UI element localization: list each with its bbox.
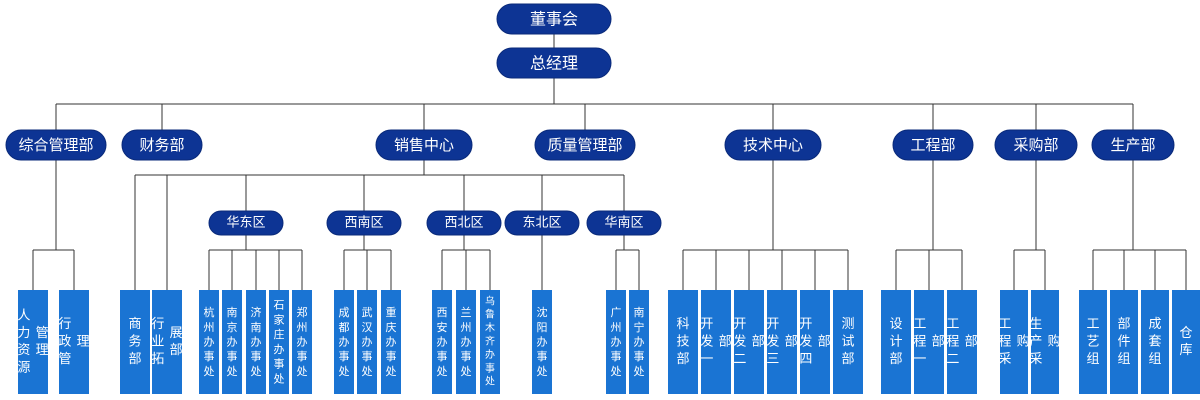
dept-shengchan-label: 生产部 [1110,136,1155,154]
leaf-label-sheji: 设计部 [889,317,902,367]
leaf-label-hangzhou: 杭州办事处 [204,305,215,378]
leaf-label-tuozhan: 行业拓展部 [151,317,182,367]
leaf-label-wulumuqi: 乌鲁木齐办事处 [485,294,495,387]
leaf-label-gc1: 工程一部 [913,317,944,367]
dept-zhiliang-label: 质量管理部 [547,136,622,154]
leaf-label-kaifa4: 开发四部 [799,317,830,367]
dept-caigou-node: 采购部 [994,129,1078,161]
leaf-shijiazhuang: 石家庄办事处 [269,290,289,394]
leaf-wulumuqi: 乌鲁木齐办事处 [480,290,500,394]
leaf-label-xingzheng: 行政管理 [58,317,89,367]
connector-lines [32,34,1187,290]
leaf-hangzhou: 杭州办事处 [199,290,219,394]
leaf-label-gccaigou: 工程采购 [998,317,1029,367]
leaf-label-shangwu: 商务部 [128,317,141,367]
leaf-guangzhou: 广州办事处 [606,290,626,394]
leaf-label-gongyi: 工艺组 [1086,317,1099,367]
board-label: 董事会 [530,10,578,29]
leaf-label-wuhan: 武汉办事处 [362,306,373,378]
leaf-label-lanzhou: 兰州办事处 [461,306,472,378]
leaf-label-jinan: 济南办事处 [251,305,262,378]
leaf-shangwu: 商务部 [120,290,150,394]
leaf-label-kaifa2: 开发二部 [733,317,764,367]
leaf-label-xian: 西安办事处 [437,306,448,378]
dept-caigou-label: 采购部 [1013,136,1058,154]
region-dongbei-node: 东北区 [504,210,580,236]
gm-node: 总经理 [496,47,612,79]
region-xinan-label: 西南区 [344,215,383,231]
leaf-gongyi: 工艺组 [1079,290,1107,394]
dept-zonghe-label: 综合管理部 [18,136,93,154]
leaf-sccaigou: 生产采购 [1029,290,1061,394]
leaf-label-shijiazhuang: 石家庄办事处 [274,299,285,386]
leaf-nanning: 南宁办事处 [629,290,649,394]
leaf-label-kaifa3: 开发三部 [766,317,797,367]
leaf-ceshi: 测试部 [833,290,863,394]
leaf-cangku: 仓库 [1172,290,1200,394]
leaf-lanzhou: 兰州办事处 [456,290,476,394]
leaf-label-chengtao: 成套组 [1148,317,1161,367]
leaf-label-keji: 科技部 [676,317,689,367]
leaf-chengtao: 成套组 [1141,290,1169,394]
dept-zonghe-node: 综合管理部 [5,129,107,161]
leaf-keji: 科技部 [668,290,698,394]
leaf-label-chengdu: 成都办事处 [339,306,350,378]
leaf-label-chongqing: 重庆办事处 [386,305,397,378]
leaf-xian: 西安办事处 [432,290,452,394]
region-xinan-node: 西南区 [326,210,402,236]
gm-label: 总经理 [530,54,578,73]
leaf-gccaigou: 工程采购 [998,290,1030,394]
leaf-label-zhengzhou: 郑州办事处 [297,305,308,378]
leaf-kaifa4: 开发四部 [799,290,831,394]
dept-xiaoshou-label: 销售中心 [394,136,454,154]
region-dongbei-label: 东北区 [522,216,561,231]
leaf-label-sccaigou: 生产采购 [1029,317,1060,367]
board-node: 董事会 [496,3,612,35]
leaf-jinan: 济南办事处 [246,290,266,394]
leaf-label-guangzhou: 广州办事处 [611,306,622,378]
leaf-label-ceshi: 测试部 [841,317,854,367]
dept-jishu-label: 技术中心 [743,136,803,154]
dept-shengchan-node: 生产部 [1091,129,1175,161]
dept-caiwu-label: 财务部 [139,136,184,154]
leaf-tuozhan: 行业拓展部 [151,290,183,394]
region-huadong-node: 华东区 [208,210,284,236]
leaf-chongqing: 重庆办事处 [381,290,401,394]
leaf-chengdu: 成都办事处 [334,290,354,394]
leaf-label-cangku: 仓库 [1179,326,1192,358]
leaf-kaifa2: 开发二部 [733,290,765,394]
leaf-wuhan: 武汉办事处 [357,290,377,394]
dept-gongcheng-label: 工程部 [910,136,955,154]
dept-caiwu-node: 财务部 [121,129,203,161]
leaf-gc1: 工程一部 [913,290,945,394]
region-huadong-label: 华东区 [226,216,265,231]
leaf-label-bujian: 部件组 [1117,317,1130,367]
leaf-label-nanning: 南宁办事处 [634,306,645,378]
leaf-zhengzhou: 郑州办事处 [292,290,312,394]
leaf-sheji: 设计部 [881,290,911,394]
dept-xiaoshou-node: 销售中心 [375,129,473,161]
leaf-bujian: 部件组 [1110,290,1138,394]
leaf-label-gc2: 工程二部 [946,317,977,367]
leaf-kaifa1: 开发一部 [700,290,732,394]
dept-zhiliang-node: 质量管理部 [534,129,636,161]
leaf-label-kaifa1: 开发一部 [700,317,731,367]
leaf-nanjing: 南京办事处 [222,290,242,394]
region-xibei-label: 西北区 [444,216,483,231]
dept-gongcheng-node: 工程部 [892,129,974,161]
leaf-shenyang: 沈阳办事处 [532,290,552,394]
leaf-label-renli: 人力资源管理 [17,308,48,375]
leaf-xingzheng: 行政管理 [58,290,90,394]
leaf-label-shenyang: 沈阳办事处 [537,305,548,378]
leaf-kaifa3: 开发三部 [766,290,798,394]
leaf-gc2: 工程二部 [946,290,978,394]
leaf-renli: 人力资源管理 [17,290,49,394]
region-huanan-label: 华南区 [604,215,643,231]
dept-jishu-node: 技术中心 [724,129,822,161]
region-xibei-node: 西北区 [426,210,502,236]
chart-nodes: 董事会 总经理 综合管理部 财务部 销售中心 质量管理部 技术中心 工程部 采购部 生产部人力… [5,3,1200,394]
region-huanan-node: 华南区 [586,210,662,236]
leaf-label-nanjing: 南京办事处 [227,306,238,378]
